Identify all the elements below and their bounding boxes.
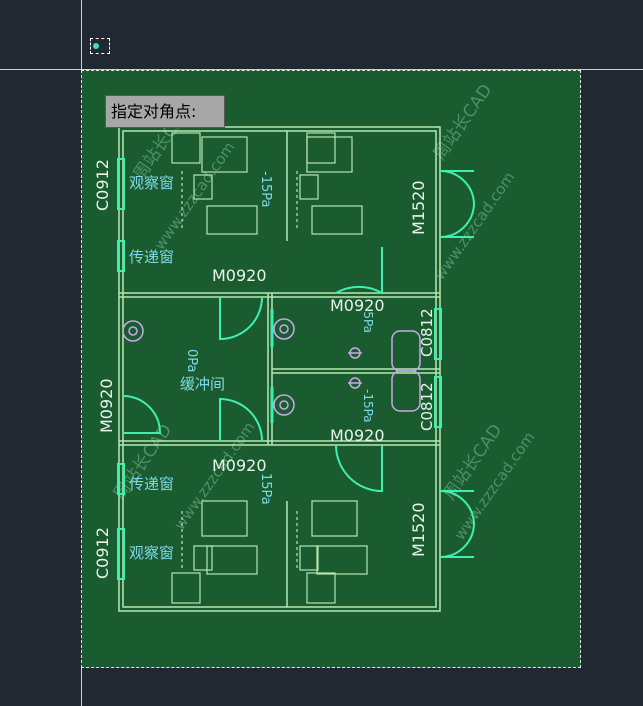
- label-buffer-room: 缓冲间: [180, 375, 225, 393]
- windows: [117, 158, 442, 580]
- label-pressure-top: -15Pa: [258, 171, 273, 207]
- selection-window[interactable]: www.zzzcad.com 周站长CAD www.zzzcad.com 周站长…: [81, 70, 581, 668]
- label-c0812-b: C0812: [418, 382, 436, 431]
- floor-plan: www.zzzcad.com 周站长CAD www.zzzcad.com 周站长…: [93, 81, 539, 612]
- walls: [118, 126, 441, 612]
- label-m0920-d: M0920: [212, 456, 267, 475]
- label-c0912-bottom: C0912: [93, 527, 112, 579]
- label-m0920-b: M0920: [330, 296, 385, 315]
- equipment: [171, 132, 368, 604]
- label-observe-top: 观察窗: [129, 174, 174, 192]
- label-pressure-mid-a: -5Pa: [361, 307, 375, 333]
- label-pressure-0: 0Pa: [184, 349, 199, 373]
- label-pressure-bottom: 15Pa: [258, 473, 273, 505]
- label-m1520-bottom: M1520: [409, 502, 428, 557]
- label-c0912-top: C0912: [93, 159, 112, 211]
- snap-dot-icon: [93, 43, 99, 49]
- label-m1520-top: M1520: [409, 180, 428, 235]
- watermark-url: www.zzzcad.com: [171, 418, 259, 533]
- label-observe-bottom: 观察窗: [129, 544, 174, 562]
- label-pressure-mid-b: -15Pa: [361, 389, 375, 423]
- snap-marker-icon: [90, 38, 110, 54]
- label-m0920-c: M0920: [330, 426, 385, 445]
- fixtures: [122, 318, 421, 416]
- label-m0920-left: M0920: [97, 378, 116, 433]
- crosshair-horizontal: [0, 69, 643, 70]
- command-prompt-tooltip: 指定对角点:: [105, 95, 225, 128]
- label-pass-top: 传递窗: [129, 248, 174, 266]
- watermark-url: www.zzzcad.com: [431, 168, 519, 283]
- label-m0920-a: M0920: [212, 266, 267, 285]
- watermark-layer: www.zzzcad.com 周站长CAD www.zzzcad.com 周站长…: [110, 81, 539, 544]
- doors: [122, 169, 475, 558]
- text-labels: C0912 C0912 观察窗 观察窗 传递窗 传递窗 M0920 M0920 …: [93, 159, 436, 579]
- label-c0812-a: C0812: [418, 308, 436, 357]
- label-pass-bottom: 传递窗: [129, 475, 174, 493]
